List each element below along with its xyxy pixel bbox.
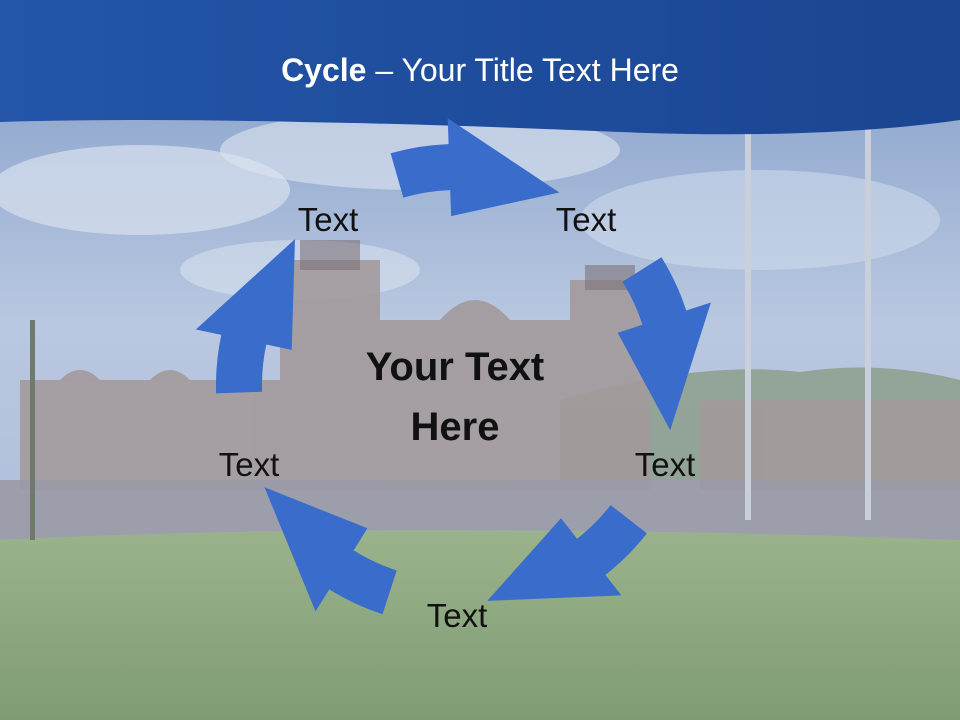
cycle-node-2: Text (555, 201, 617, 238)
header-band (0, 0, 960, 135)
center-text-line1: Your Text (365, 345, 545, 389)
slide-title: Cycle – Your Title Text Here (0, 52, 960, 89)
cycle-arrow-5 (195, 239, 295, 394)
cycle-node-3: Text (634, 446, 696, 483)
cycle-arrow-4 (264, 487, 397, 615)
cycle-arrows (195, 118, 711, 615)
title-rest: – Your Title Text Here (366, 52, 679, 88)
cycle-arrow-2 (617, 257, 711, 431)
center-text: Your Text Here (325, 337, 585, 457)
center-text-line2: Here (410, 405, 500, 449)
cycle-node-5: Text (218, 446, 280, 483)
title-bold: Cycle (281, 52, 367, 88)
cycle-arrow-1 (390, 118, 560, 217)
cycle-node-1: Text (297, 201, 359, 238)
cycle-node-4: Text (426, 597, 488, 634)
cycle-arrow-3 (487, 505, 647, 601)
